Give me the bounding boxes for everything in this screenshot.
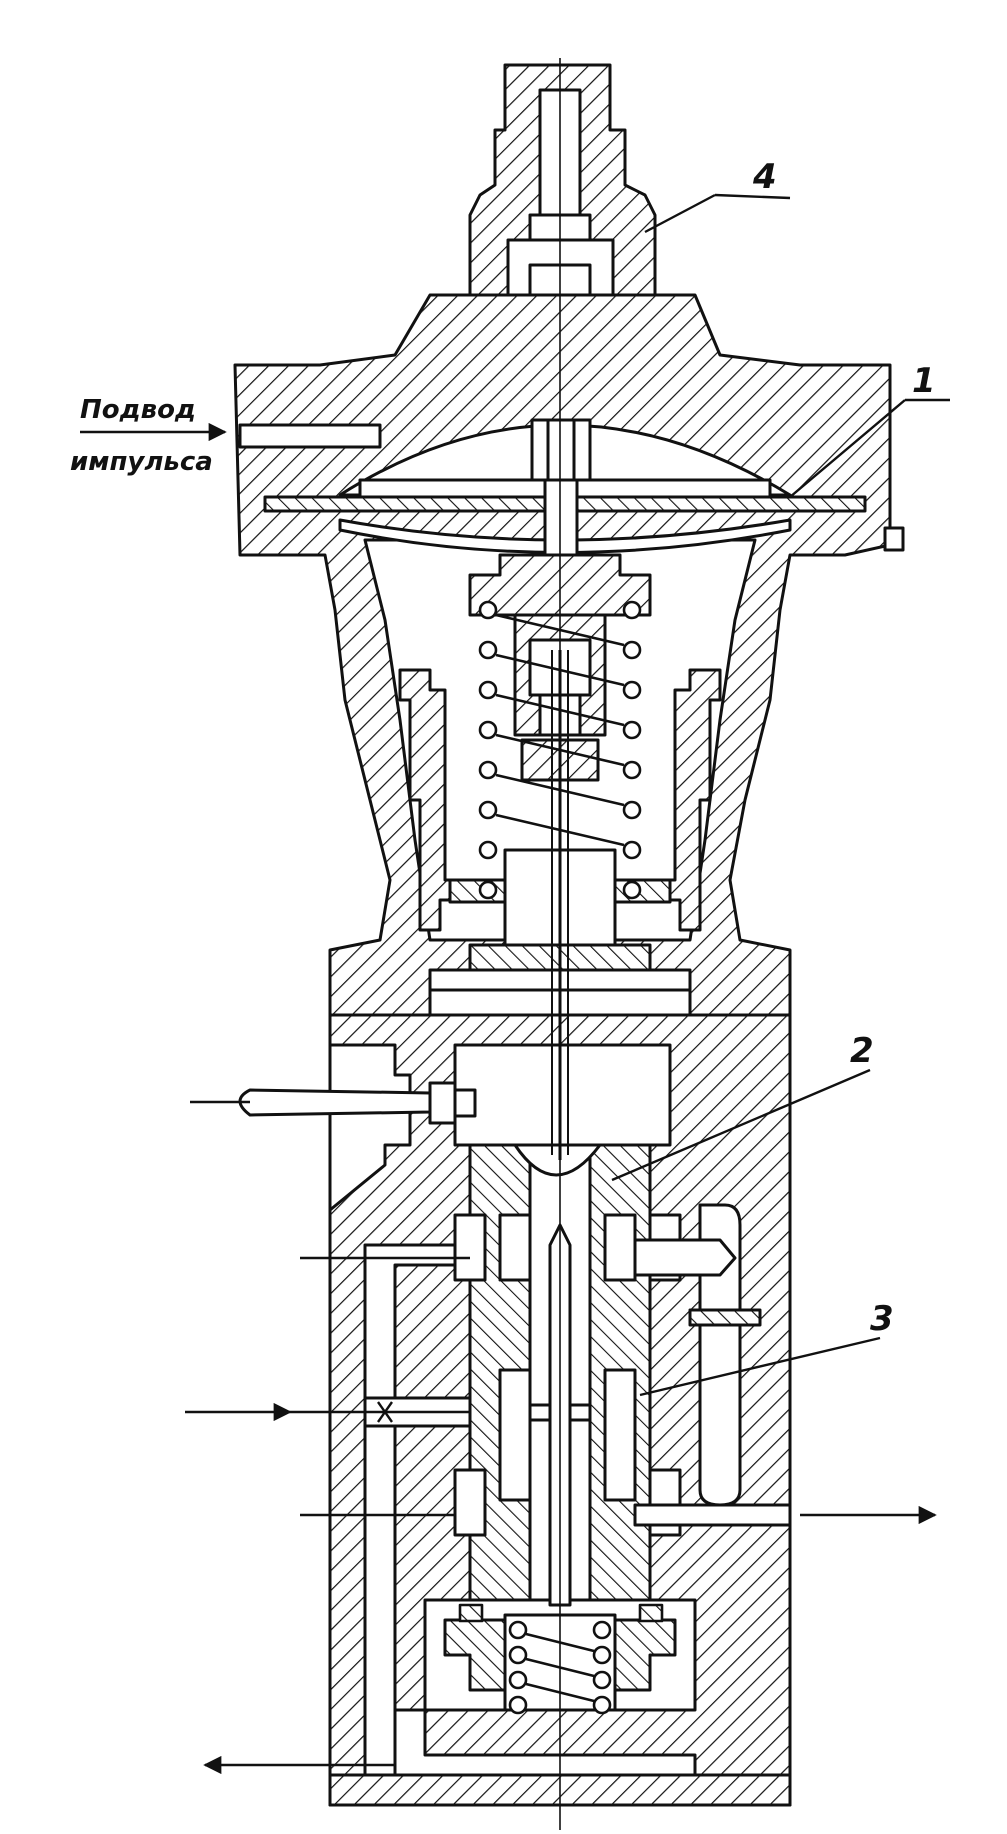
callout-4: 4 <box>752 157 777 197</box>
impulse-label-line1: Подвод <box>80 395 196 425</box>
outer-spring <box>478 600 642 900</box>
flow-arrows <box>80 422 937 1775</box>
callout-2: 2 <box>850 1031 874 1071</box>
callout-3: 3 <box>870 1299 894 1339</box>
callout-1: 1 <box>912 361 936 401</box>
lever-handle <box>238 1081 477 1125</box>
leader-lines <box>611 193 950 1397</box>
impulse-label-line2: импульса <box>70 447 213 477</box>
